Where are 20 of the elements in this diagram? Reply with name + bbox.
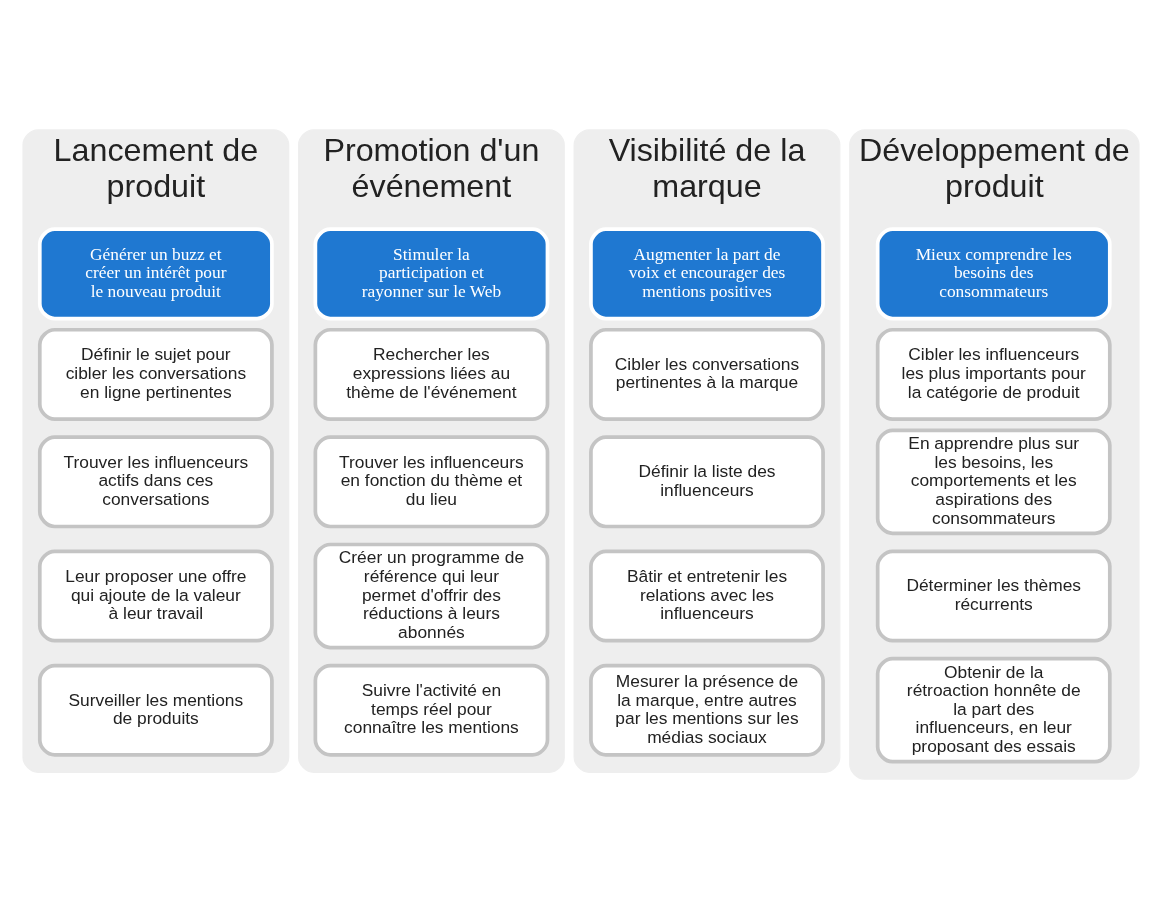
node-box: Déterminer les thèmes récurrents [875,548,1112,643]
node-box: En apprendre plus sur les besoins, les comportements et les aspirations des consommateurs [875,427,1112,535]
node-box: Mieux comprendre les besoins des consommateurs [875,226,1112,320]
node-box: Trouver les influenceurs actifs dans ces conversations [37,434,274,528]
node-box: Cibler les influenceurs les plus importants pour la catégorie de produit [875,327,1112,421]
node-box: Cibler les conversations pertinentes à la marque [589,327,825,421]
node-box: Augmenter la part de voix et encourager des mentions positives [589,226,825,320]
node-box: Suivre l'activité en temps réel pour connaître les mentions [313,663,550,757]
node-box: Stimuler la participation et rayonner sur le Web [313,226,550,320]
node-box: Mesurer la présence de la marque, entre autres par les mentions sur les médias sociaux [589,663,825,757]
node-box: Bâtir et entretenir les relations avec les influenceurs [589,548,825,643]
node-box: Définir la liste des influenceurs [589,434,825,528]
node-box: Obtenir de la rétroaction honnête de la part des influenceurs, en leur proposant des essais [875,656,1112,764]
node-box: Créer un programme de référence qui leur permet d'offrir des réductions à leurs abonnés [313,542,550,649]
node-box: Rechercher les expressions liées au thème de l'événement [313,327,550,421]
node-box: Générer un buzz et créer un intérêt pour le nouveau produit [37,226,274,320]
node-box: Définir le sujet pour cibler les conversations en ligne pertinentes [37,327,274,421]
node-box: Leur proposer une offre qui ajoute de la valeur à leur travail [37,548,274,643]
node-box: Trouver les influenceurs en fonction du thème et du lieu [313,434,550,528]
node-box: Surveiller les mentions de produits [37,663,274,757]
